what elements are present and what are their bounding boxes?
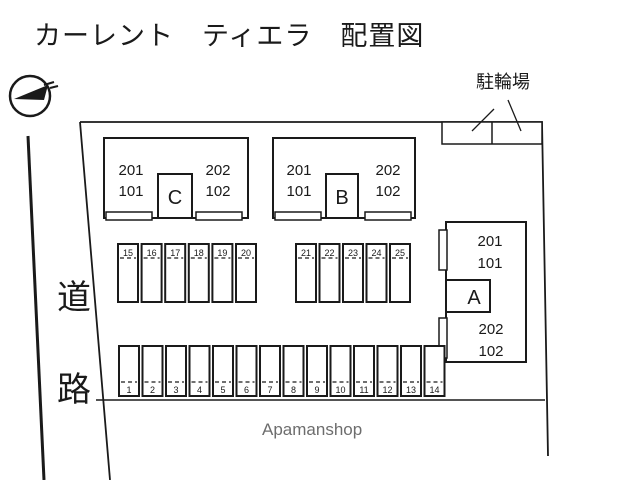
parking-space-number: 6 bbox=[244, 385, 249, 395]
parking-space bbox=[118, 345, 140, 397]
road-label-char-2: 路 bbox=[57, 370, 91, 410]
parking-space bbox=[259, 345, 281, 397]
building-c: 201 101 202 102 C bbox=[103, 137, 249, 221]
parking-row-upper-right: 21 22 23 24 25 bbox=[295, 243, 411, 303]
unit-label: 201 bbox=[118, 162, 143, 179]
parking-space-number: 25 bbox=[395, 248, 405, 258]
parking-space bbox=[329, 345, 352, 397]
parking-space-number: 13 bbox=[406, 385, 416, 395]
unit-label: 101 bbox=[118, 183, 143, 200]
building-a: 201 101 202 102 A bbox=[438, 221, 527, 363]
road-edge-left bbox=[26, 135, 46, 480]
parking-space-number: 8 bbox=[291, 385, 296, 395]
parking-space-number: 24 bbox=[371, 248, 381, 258]
road-label-char-1: 道 bbox=[57, 278, 91, 318]
unit-label: 102 bbox=[375, 183, 400, 200]
road-edge-right bbox=[79, 121, 111, 480]
parking-space bbox=[353, 345, 375, 397]
compass-icon bbox=[8, 74, 59, 118]
parking-space-number: 19 bbox=[217, 248, 227, 258]
unit-label: 101 bbox=[286, 183, 311, 200]
parking-space-number: 11 bbox=[359, 385, 368, 395]
parking-space bbox=[423, 345, 446, 397]
parking-space bbox=[165, 345, 187, 397]
bike-parking-area bbox=[441, 99, 543, 145]
parking-space-number: 14 bbox=[429, 385, 439, 395]
parking-space bbox=[376, 345, 399, 397]
unit-label: 202 bbox=[478, 321, 503, 338]
unit-label: 202 bbox=[375, 162, 400, 179]
unit-label: 101 bbox=[477, 255, 502, 272]
building-b: 201 101 202 102 B bbox=[272, 137, 416, 221]
parking-space-number: 18 bbox=[194, 248, 204, 258]
building-letter: C bbox=[168, 187, 182, 209]
unit-label: 102 bbox=[478, 343, 503, 360]
parking-space-number: 9 bbox=[314, 385, 319, 395]
parking-space-number: 4 bbox=[197, 385, 202, 395]
parking-space-number: 7 bbox=[267, 385, 272, 395]
parking-space bbox=[188, 345, 211, 397]
parking-space bbox=[141, 345, 164, 397]
building-letter: B bbox=[335, 187, 348, 209]
parking-space bbox=[306, 345, 328, 397]
bike-parking-label: 駐輪場 bbox=[476, 72, 530, 93]
parking-space-number: 21 bbox=[301, 248, 311, 258]
unit-label: 201 bbox=[477, 233, 502, 250]
parking-space-number: 2 bbox=[150, 385, 155, 395]
parking-space-number: 23 bbox=[348, 248, 358, 258]
parking-row-upper-left: 15 16 17 18 19 20 bbox=[117, 243, 257, 303]
page-title: カーレント ティエラ 配置図 bbox=[34, 21, 425, 52]
parking-space-number: 16 bbox=[147, 248, 157, 258]
parking-space-number: 5 bbox=[220, 385, 225, 395]
parking-space-number: 1 bbox=[126, 385, 131, 395]
unit-label: 202 bbox=[205, 162, 230, 179]
road-label: 道 路 bbox=[54, 252, 94, 436]
parking-space-number: 22 bbox=[324, 248, 334, 258]
watermark: Apamanshop bbox=[262, 420, 363, 439]
parking-space-number: 17 bbox=[170, 248, 180, 258]
parking-space bbox=[235, 345, 258, 397]
parking-space-number: 12 bbox=[382, 385, 392, 395]
parking-space bbox=[400, 345, 422, 397]
parking-space-number: 10 bbox=[335, 385, 345, 395]
unit-label: 102 bbox=[205, 183, 230, 200]
parking-space-number: 15 bbox=[123, 248, 133, 258]
parking-space bbox=[282, 345, 305, 397]
building-letter: A bbox=[467, 287, 481, 309]
parking-space-number: 3 bbox=[173, 385, 178, 395]
unit-label: 201 bbox=[286, 162, 311, 179]
parking-space-number: 20 bbox=[241, 248, 251, 258]
parking-space bbox=[212, 345, 234, 397]
